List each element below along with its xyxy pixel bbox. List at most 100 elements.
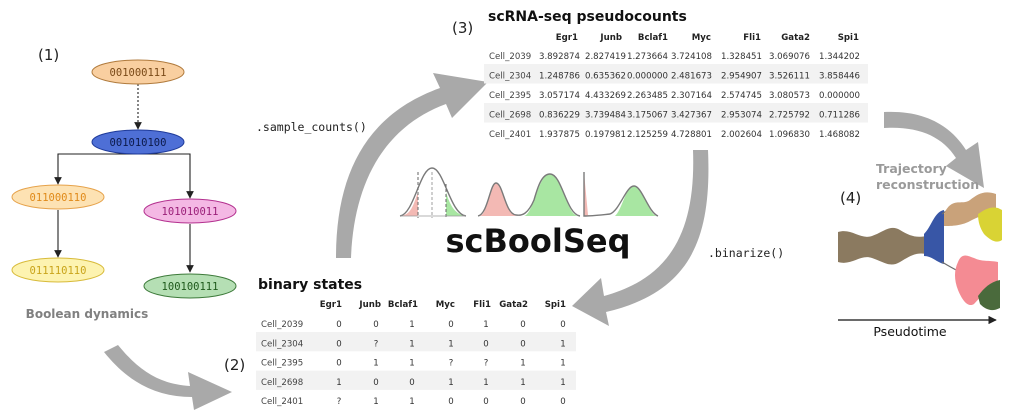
table-cell: 0 [448,320,453,330]
distribution-unimodal-curve [399,167,467,217]
pseudocounts-table-title: scRNA-seq pseudocounts [488,9,687,25]
state-node-001000111 [91,59,185,85]
binarize-method-label: .binarize() [708,246,784,260]
state-node-011000110-label: 011000110 [30,192,87,204]
table-cell: 1.273664 [627,52,668,62]
arrow-pseudocounts-to-binary [572,150,709,326]
table-cell: ? [337,397,342,407]
table-cell: 0 [373,378,378,388]
table-cell: 1 [483,320,488,330]
table-cell: 1 [520,359,525,369]
expression-distributions [399,167,659,218]
trajectory-title-line2: reconstruction [876,177,979,192]
row-cell-label: Cell_2698 [489,111,531,121]
table-cell: 0.000000 [627,72,668,82]
table-cell: 3.724108 [671,52,712,62]
table-cell: 2.481673 [671,72,712,82]
row-cell-label: Cell_2395 [261,359,303,369]
distribution-bimodal-curve [477,173,581,217]
table-cell: 0.836229 [539,111,580,121]
table-cell: 1 [520,378,525,388]
table-cell: 1.468082 [819,130,860,140]
column-header-myc: Myc [692,33,711,43]
column-header-junb: Junb [599,33,622,43]
column-header-gata2: Gata2 [781,33,810,43]
table-cell: 3.080573 [769,91,810,101]
arrow-binary-to-pseudocounts [336,73,488,258]
table-cell: 3.858446 [819,72,860,82]
boolean-dynamics-graph: 001000111 001010100 011000110 101010011 … [11,59,237,321]
edge-n1-n3 [138,153,194,199]
sample-counts-method-label: .sample_counts() [256,120,367,134]
row-cell-label: Cell_2401 [489,130,531,140]
table-cell: ? [484,359,489,369]
trajectory-stem-brown [838,227,926,265]
table-cell: 2.002604 [721,130,762,140]
table-cell: 2.263485 [627,91,668,101]
state-node-001000111-label: 001000111 [110,67,167,79]
table-cell: 3.892874 [539,52,580,62]
row-stripe [484,64,868,84]
column-header-gata2: Gata2 [499,300,528,310]
trajectory-branch-tan [944,192,996,226]
table-cell: 3.526111 [769,72,810,82]
panel-label-3: (3) [452,19,473,37]
row-stripe [256,370,576,390]
table-cell: 1 [560,378,565,388]
table-cell: 1 [373,397,378,407]
table-cell: 0 [520,339,525,349]
table-cell: 2.125259 [627,130,668,140]
state-node-100100111 [143,273,237,299]
table-cell: 1.344202 [819,52,860,62]
table-cell: 0 [448,397,453,407]
column-header-junb: Junb [358,300,381,310]
table-cell: 0 [483,339,488,349]
column-header-spi1: Spi1 [838,33,859,43]
table-cell: ? [374,339,379,349]
column-header-spi1: Spi1 [545,300,566,310]
table-cell: 0 [560,320,565,330]
table-cell: 0.000000 [819,91,860,101]
column-header-myc: Myc [436,300,455,310]
table-cell: 1 [409,339,414,349]
table-cell: 1 [560,359,565,369]
state-node-100100111-label: 100100111 [162,281,219,293]
column-header-egr1: Egr1 [556,33,578,43]
panel-label-2: (2) [224,356,245,374]
table-cell: 1 [409,320,414,330]
row-cell-label: Cell_2039 [489,52,531,62]
table-cell: 1.328451 [721,52,762,62]
table-cell: 0 [336,359,341,369]
table-cell: 3.057174 [539,91,580,101]
row-cell-label: Cell_2304 [261,339,303,349]
table-cell: 3.069076 [769,52,810,62]
arrow-dynamics-to-binary [104,345,232,410]
boolean-dynamics-caption: Boolean dynamics [26,307,149,321]
trajectory-branch-green [978,280,1000,311]
table-cell: 1 [336,378,341,388]
table-cell: 0 [373,320,378,330]
state-node-101010011 [143,198,237,224]
trajectory-branch-pink [955,255,998,306]
table-cell: 0 [560,397,565,407]
table-cell: 0 [409,378,414,388]
trajectory-segment-blue [924,210,944,264]
table-cell: 2.827419 [585,52,626,62]
table-cell: 1 [373,359,378,369]
table-cell: 1 [483,378,488,388]
state-node-011110110-label: 011110110 [30,265,87,277]
table-cell: 1.248786 [539,72,580,82]
pseudotime-axis-label: Pseudotime [873,324,947,339]
table-cell: 2.953074 [721,111,762,121]
table-cell: 1 [448,378,453,388]
state-node-011000110 [11,184,105,210]
column-header-egr1: Egr1 [320,300,342,310]
table-cell: 0.711286 [819,111,860,121]
table-cell: 0 [520,320,525,330]
table-cell: 2.725792 [769,111,810,121]
